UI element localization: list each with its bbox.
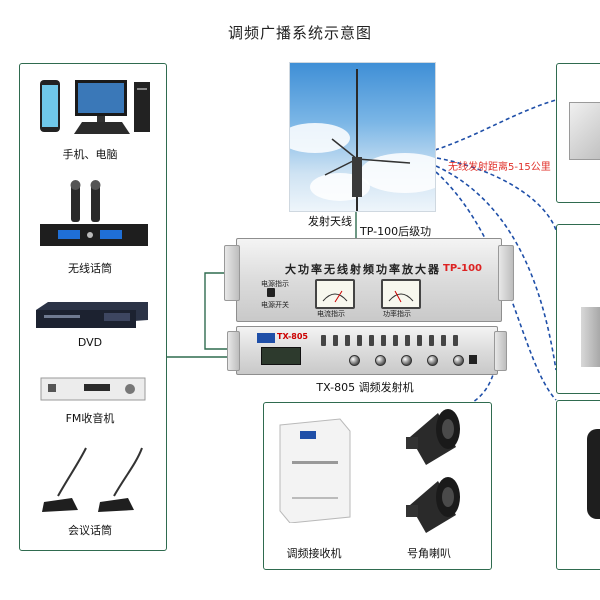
horn-label: 号角喇叭	[407, 547, 451, 560]
right-panel-bottom	[556, 400, 600, 570]
wireless-link-2	[436, 157, 557, 231]
antenna-label: 发射天线	[308, 215, 352, 228]
conference-mic-device	[38, 444, 150, 514]
amplifier-panel-text: 大功率无线射频功率放大器	[285, 263, 441, 276]
fm-receiver-icon	[279, 418, 351, 523]
amplifier-model-badge: TP-100	[443, 263, 482, 274]
transmitter-unit: TX-805	[227, 326, 507, 375]
power-switch-label: 电源开关	[261, 301, 289, 309]
conference-mic-label: 会议话筒	[68, 524, 112, 537]
antenna-icon	[324, 69, 411, 211]
horn-speaker-icon	[406, 477, 460, 533]
right-panel-top	[556, 63, 600, 203]
current-meter-label: 电流指示	[317, 310, 345, 318]
amplifier-unit: 大功率无线射频功率放大器 TP-100 电源指示 电源开关 电流指示 功率指示	[224, 238, 514, 322]
wireless-link-3	[435, 165, 557, 371]
outdoor-speaker-icon	[587, 429, 600, 519]
phone-pc-icon	[40, 80, 150, 134]
right-panel-middle	[556, 224, 600, 394]
wireless-link-5	[469, 347, 499, 405]
dvd-label: DVD	[77, 336, 103, 349]
conference-mic-icon	[42, 447, 143, 512]
wireless-link-4	[435, 171, 557, 401]
dvd-icon	[36, 302, 148, 328]
source-devices-panel: 手机、电脑 无线话筒 DVD FM收音机	[19, 63, 167, 551]
current-meter	[315, 279, 355, 309]
transmitter-knob[interactable]	[427, 355, 438, 366]
power-meter	[381, 279, 421, 309]
power-indicator-label: 电源指示	[261, 280, 289, 288]
receiver-group-panel: 调频接收机 号角喇叭	[263, 402, 492, 570]
antenna-photo	[289, 62, 436, 212]
transmitter-knob[interactable]	[453, 355, 464, 366]
transmitter-model-badge: TX-805	[277, 332, 308, 341]
dvd-device	[34, 300, 150, 330]
fm-radio-device	[40, 376, 146, 402]
phone-pc-device	[38, 78, 153, 140]
speaker-box-icon	[581, 307, 600, 367]
transmitter-display	[261, 347, 301, 365]
transmitter-logo	[257, 333, 275, 343]
fm-radio-icon	[40, 377, 146, 401]
transmitter-knob[interactable]	[401, 355, 412, 366]
wireless-mic-label: 无线话筒	[68, 262, 112, 275]
wall-speaker-icon	[569, 102, 600, 160]
transmitter-knob[interactable]	[349, 355, 360, 366]
power-meter-label: 功率指示	[383, 310, 411, 318]
transmitter-switch-icon[interactable]	[469, 355, 477, 364]
power-switch-icon[interactable]	[267, 288, 275, 297]
range-note: 无线发射距离5-15公里	[448, 162, 551, 173]
horn-speaker-icon	[406, 409, 460, 465]
tx-to-amp-line	[204, 272, 236, 350]
transmitter-knob[interactable]	[375, 355, 386, 366]
fm-radio-label: FM收音机	[65, 412, 115, 425]
page-title: 调频广播系统示意图	[227, 24, 372, 42]
wireless-link-1	[434, 99, 557, 151]
phone-pc-label: 手机、电脑	[62, 148, 118, 161]
wireless-mic-icon	[40, 180, 148, 246]
wireless-mic-device	[38, 180, 150, 250]
transmitter-caption: TX-805 调频发射机	[316, 381, 414, 394]
receiver-label: 调频接收机	[286, 547, 342, 560]
